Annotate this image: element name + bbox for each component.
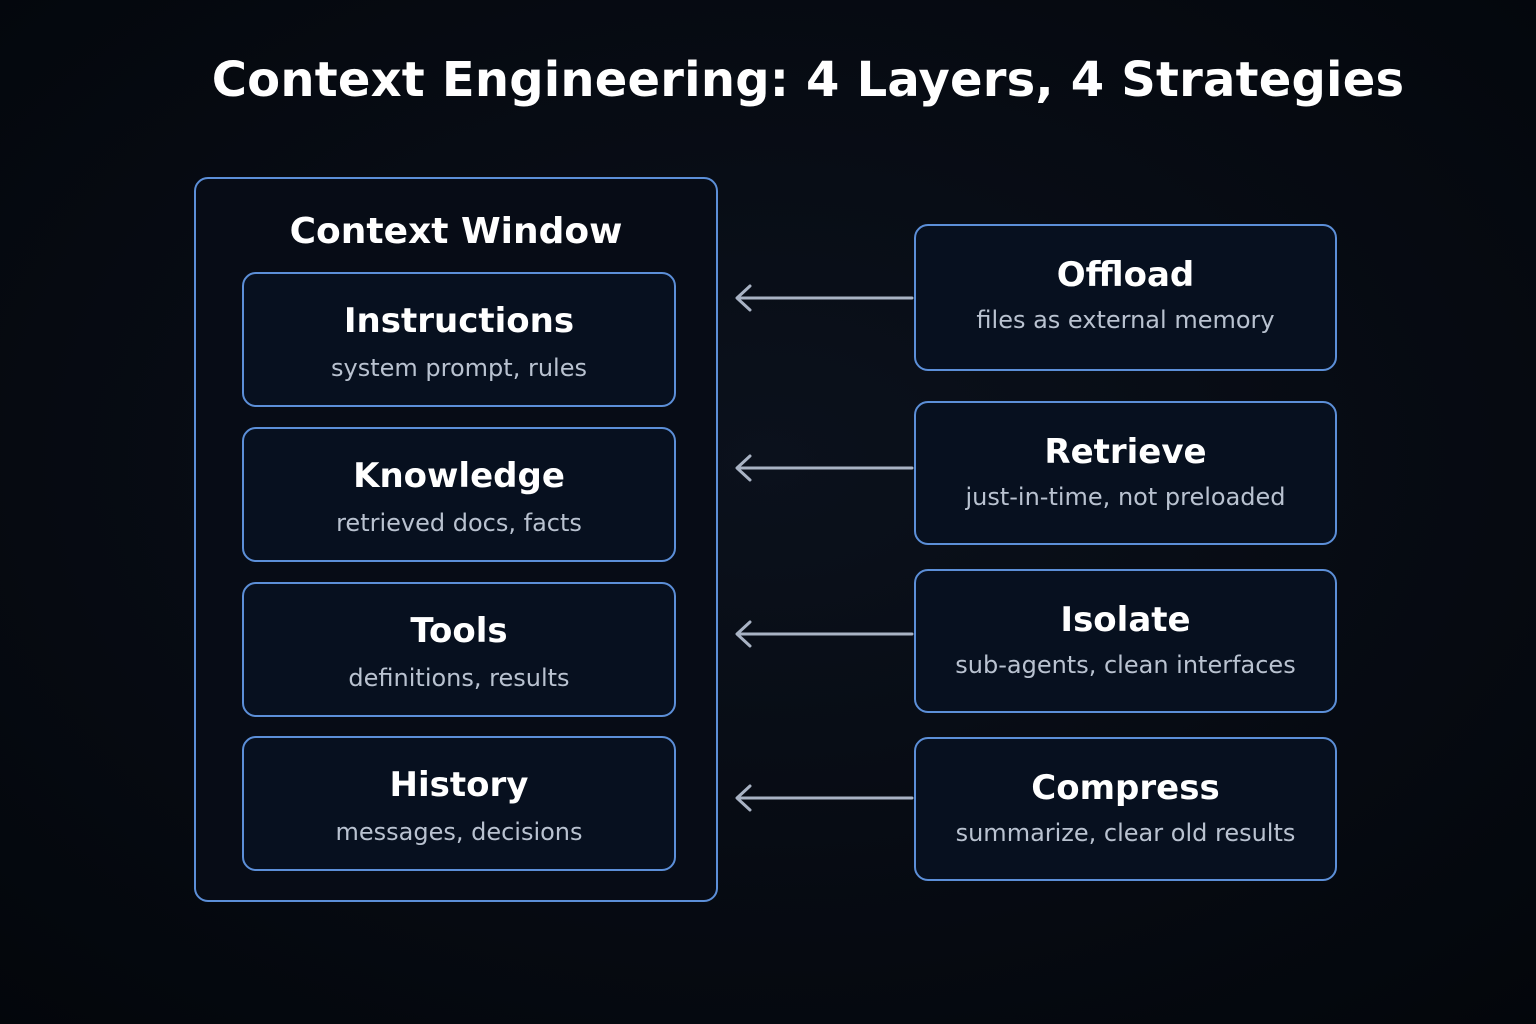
layer-detail: messages, decisions bbox=[335, 818, 583, 846]
strategy-name: Compress bbox=[1031, 768, 1220, 808]
strategy-card-retrieve: Retrieve just-in-time, not preloaded bbox=[914, 401, 1337, 545]
strategy-detail: files as external memory bbox=[976, 306, 1275, 334]
layer-name: Knowledge bbox=[353, 456, 565, 496]
page-title: Context Engineering: 4 Layers, 4 Strateg… bbox=[211, 52, 1405, 108]
strategy-name: Offload bbox=[1056, 255, 1195, 295]
layer-card-tools: Tools definitions, results bbox=[242, 582, 676, 717]
layer-card-history: History messages, decisions bbox=[242, 736, 676, 871]
layer-name: Tools bbox=[410, 611, 508, 651]
layer-name: Instructions bbox=[343, 301, 575, 341]
strategy-detail: sub-agents, clean interfaces bbox=[955, 651, 1296, 679]
layer-card-knowledge: Knowledge retrieved docs, facts bbox=[242, 427, 676, 562]
layer-detail: system prompt, rules bbox=[331, 354, 587, 382]
layer-card-instructions: Instructions system prompt, rules bbox=[242, 272, 676, 407]
strategy-card-offload: Offload files as external memory bbox=[914, 224, 1337, 371]
layer-detail: definitions, results bbox=[348, 664, 570, 692]
strategy-name: Isolate bbox=[1060, 600, 1191, 640]
strategy-detail: summarize, clear old results bbox=[955, 819, 1296, 847]
strategy-card-compress: Compress summarize, clear old results bbox=[914, 737, 1337, 881]
layer-name: History bbox=[389, 765, 529, 805]
context-window-title: Context Window bbox=[289, 211, 623, 252]
layer-detail: retrieved docs, facts bbox=[336, 509, 582, 537]
strategy-detail: just-in-time, not preloaded bbox=[965, 483, 1286, 511]
strategy-name: Retrieve bbox=[1044, 432, 1207, 472]
strategy-card-isolate: Isolate sub-agents, clean interfaces bbox=[914, 569, 1337, 713]
